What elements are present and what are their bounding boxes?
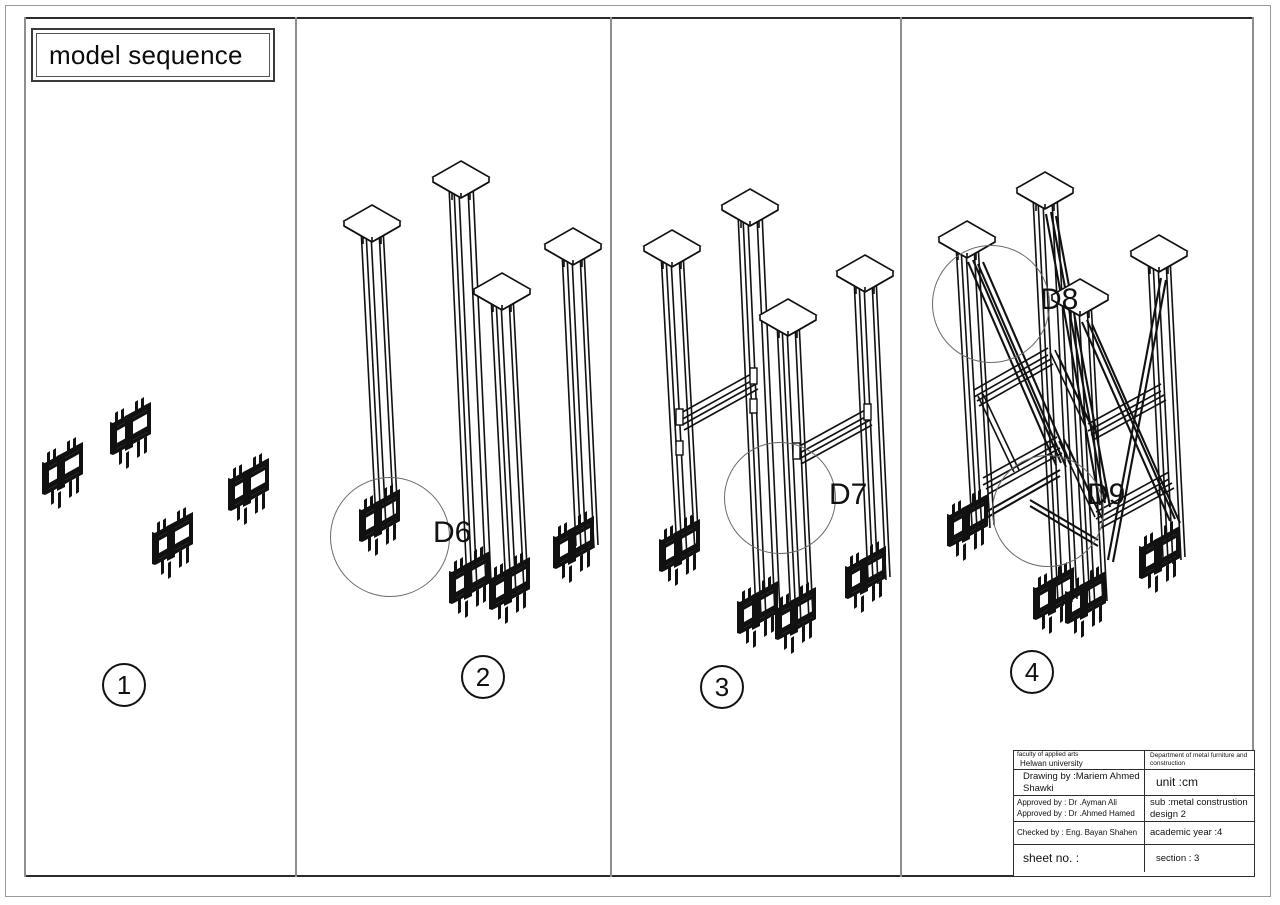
detail-circle-d9 bbox=[992, 455, 1104, 567]
department-text: Department of metal furniture and constr… bbox=[1150, 751, 1248, 767]
unit-text: unit :cm bbox=[1156, 774, 1199, 789]
detail-circle-d8 bbox=[932, 245, 1050, 363]
step-number-3: 3 bbox=[700, 665, 744, 709]
faculty-line-2: Helwan university bbox=[1020, 758, 1083, 768]
panel-divider-1 bbox=[295, 17, 297, 877]
title-block-faculty-cell: faculty of applied arts Helwan universit… bbox=[1014, 751, 1145, 769]
title-block-row-faculty: faculty of applied arts Helwan universit… bbox=[1014, 751, 1254, 770]
sheet-no-text: sheet no. : bbox=[1023, 850, 1080, 865]
title-block: faculty of applied arts Helwan universit… bbox=[1013, 750, 1255, 877]
detail-circle-d6 bbox=[330, 477, 450, 597]
title-block-subject-cell: sub :metal construstion design 2 bbox=[1145, 796, 1254, 821]
section-text: section : 3 bbox=[1156, 852, 1200, 864]
step-number-2: 2 bbox=[461, 655, 505, 699]
sheet-title-label: model sequence bbox=[49, 40, 243, 70]
title-block-row-drawing-by: Drawing by :Mariem Ahmed Shawki unit :cm bbox=[1014, 770, 1254, 796]
title-block-section-cell: section : 3 bbox=[1145, 845, 1254, 872]
title-block-academic-year-cell: academic year :4 bbox=[1145, 822, 1254, 844]
detail-label-d6: D6 bbox=[433, 516, 472, 549]
academic-year-text: academic year :4 bbox=[1150, 827, 1223, 839]
panel-divider-2 bbox=[610, 17, 612, 877]
detail-label-d9: D9 bbox=[1087, 478, 1126, 511]
checked-by-text: Checked by : Eng. Bayan Shahen bbox=[1017, 827, 1138, 837]
detail-label-d8: D8 bbox=[1040, 283, 1079, 316]
frame-top-rule bbox=[26, 17, 1252, 19]
title-block-approved-by-cell: Approved by : Dr .Ayman Ali Approved by … bbox=[1014, 796, 1145, 821]
title-block-unit-cell: unit :cm bbox=[1145, 770, 1254, 795]
approved-by-1: Approved by : Dr .Ayman Ali bbox=[1017, 798, 1117, 808]
frame-bottom-rule bbox=[26, 875, 1252, 877]
title-block-drawing-by-cell: Drawing by :Mariem Ahmed Shawki bbox=[1014, 770, 1145, 795]
faculty-line-1: faculty of applied arts bbox=[1017, 750, 1079, 758]
drawing-by-text: Drawing by :Mariem Ahmed Shawki bbox=[1023, 770, 1140, 794]
detail-circle-d7 bbox=[724, 442, 836, 554]
sheet-inner-border bbox=[24, 17, 1254, 877]
title-block-row-sheet-no: sheet no. : section : 3 bbox=[1014, 845, 1254, 872]
title-block-row-approved-by: Approved by : Dr .Ayman Ali Approved by … bbox=[1014, 796, 1254, 822]
panel-divider-3 bbox=[900, 17, 902, 877]
sheet-title-inner: model sequence bbox=[36, 33, 270, 77]
title-block-checked-by-cell: Checked by : Eng. Bayan Shahen bbox=[1014, 822, 1145, 844]
subject-line-2: design 2 bbox=[1150, 808, 1186, 820]
subject-line-1: sub :metal construstion bbox=[1150, 796, 1248, 808]
title-block-row-checked-by: Checked by : Eng. Bayan Shahen academic … bbox=[1014, 822, 1254, 845]
approved-by-2: Approved by : Dr .Ahmed Hamed bbox=[1017, 808, 1135, 818]
sheet-title-box: model sequence bbox=[31, 28, 275, 82]
title-block-sheet-no-cell: sheet no. : bbox=[1014, 845, 1145, 872]
title-block-department-cell: Department of metal furniture and constr… bbox=[1145, 751, 1254, 769]
sheet-outer-border bbox=[5, 5, 1271, 897]
detail-label-d7: D7 bbox=[829, 478, 868, 511]
step-number-1: 1 bbox=[102, 663, 146, 707]
step-number-4: 4 bbox=[1010, 650, 1054, 694]
